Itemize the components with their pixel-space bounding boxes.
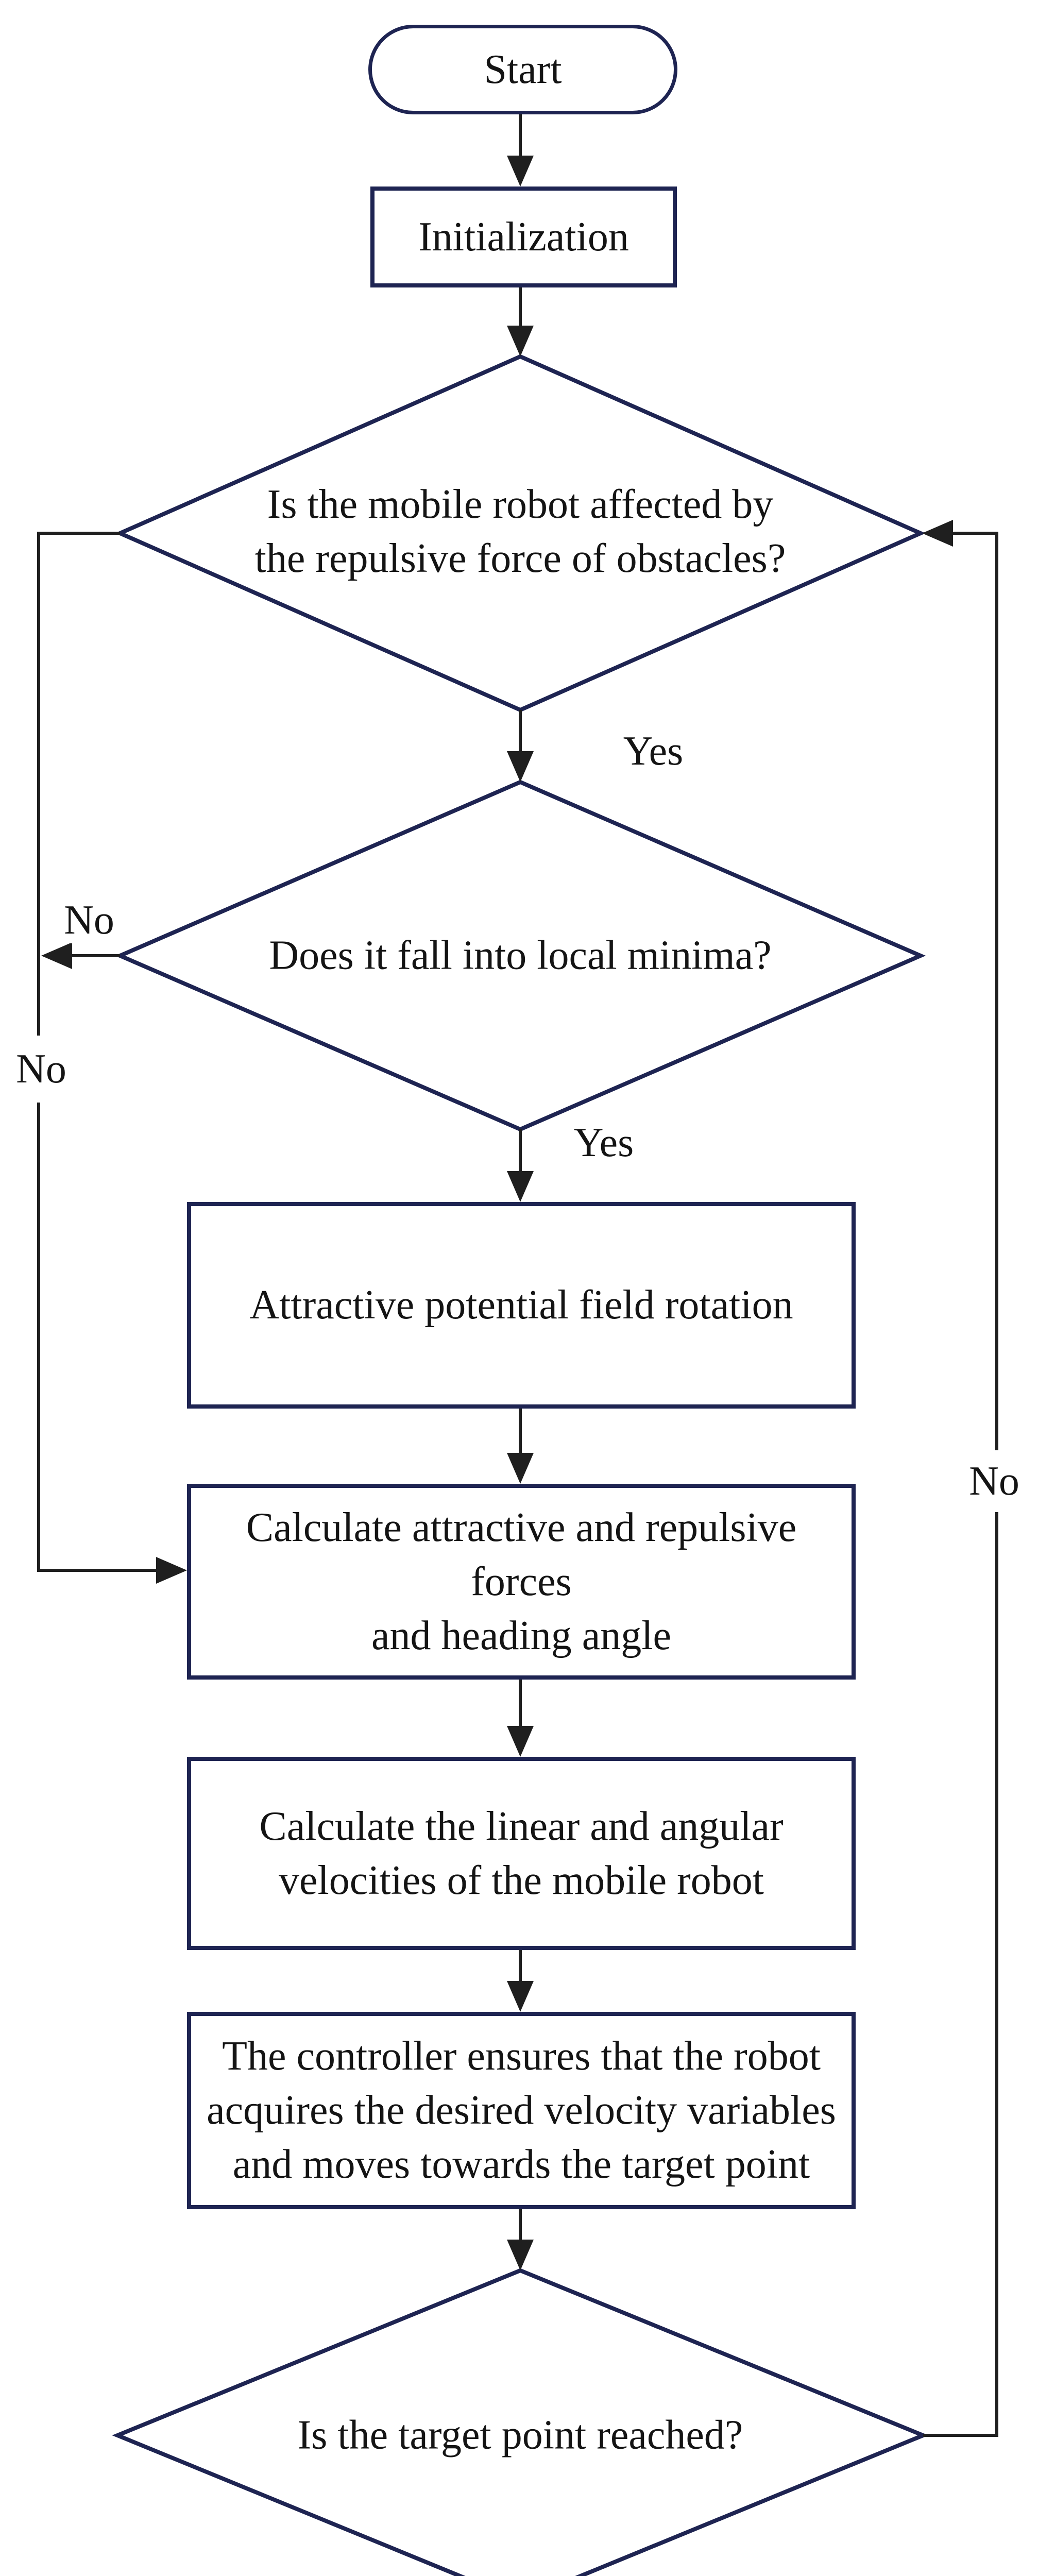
node-calculate-velocities: Calculate the linear and angular velocit…	[187, 1757, 856, 1950]
node-potential-field-rotation: Attractive potential field rotation	[187, 1202, 856, 1409]
edge-target-no-loop-right	[922, 520, 998, 2437]
decision-local-minima-label: Does it fall into local minima?	[269, 933, 772, 978]
initialization-label: Initialization	[418, 214, 629, 260]
arrowhead-down-icon	[507, 751, 534, 782]
edge-label-obstacle-yes: Yes	[620, 728, 687, 774]
arrowhead-down-icon	[507, 1726, 534, 1757]
edge-minima-no-to-left-loop	[41, 942, 120, 969]
decision-target-reached-shape	[112, 2268, 929, 2576]
decision-target-reached-label: Is the target point reached?	[297, 2412, 743, 2458]
controller-label: The controller ensures that the robot ac…	[207, 2033, 836, 2187]
arrowhead-down-icon	[507, 156, 534, 187]
edge-init-to-obstacle-decision	[507, 287, 534, 357]
edge-start-to-init	[507, 113, 534, 187]
edge-label-minima-yes: Yes	[570, 1120, 637, 1166]
edge-obstacle-yes-to-minima-decision	[507, 710, 534, 782]
node-calculate-forces: Calculate attractive and repulsive force…	[187, 1484, 856, 1680]
arrowhead-down-icon	[507, 2240, 534, 2270]
edge-label-obstacle-no: No	[13, 1046, 70, 1092]
node-start: Start	[368, 25, 677, 114]
edge-obstacle-no-loop-left	[37, 532, 187, 1584]
decision-obstacle-label: Is the mobile robot affected by the repu…	[254, 482, 786, 581]
start-label: Start	[484, 46, 562, 92]
arrowhead-left-icon	[41, 942, 72, 969]
edge-rotation-to-forces	[507, 1408, 534, 1484]
edge-velocities-to-controller	[507, 1950, 534, 2012]
arrowhead-down-icon	[507, 1171, 534, 1202]
edge-controller-to-target-decision	[507, 2209, 534, 2270]
arrowhead-down-icon	[507, 1453, 534, 1484]
potential-field-rotation-label: Attractive potential field rotation	[249, 1282, 793, 1328]
arrowhead-down-icon	[507, 1981, 534, 2012]
edge-label-target-no: No	[966, 1458, 1023, 1504]
arrowhead-left-icon	[922, 520, 953, 547]
arrowhead-down-icon	[507, 326, 534, 357]
node-controller: The controller ensures that the robot ac…	[187, 2012, 856, 2209]
arrowhead-right-icon	[156, 1557, 187, 1584]
edge-minima-yes-to-rotation	[507, 1129, 534, 1202]
node-initialization: Initialization	[370, 187, 677, 287]
calculate-velocities-label: Calculate the linear and angular velocit…	[259, 1803, 784, 1903]
edge-label-minima-no: No	[61, 897, 117, 943]
edge-forces-to-velocities	[507, 1680, 534, 1757]
calculate-forces-label: Calculate attractive and repulsive force…	[246, 1504, 797, 1658]
